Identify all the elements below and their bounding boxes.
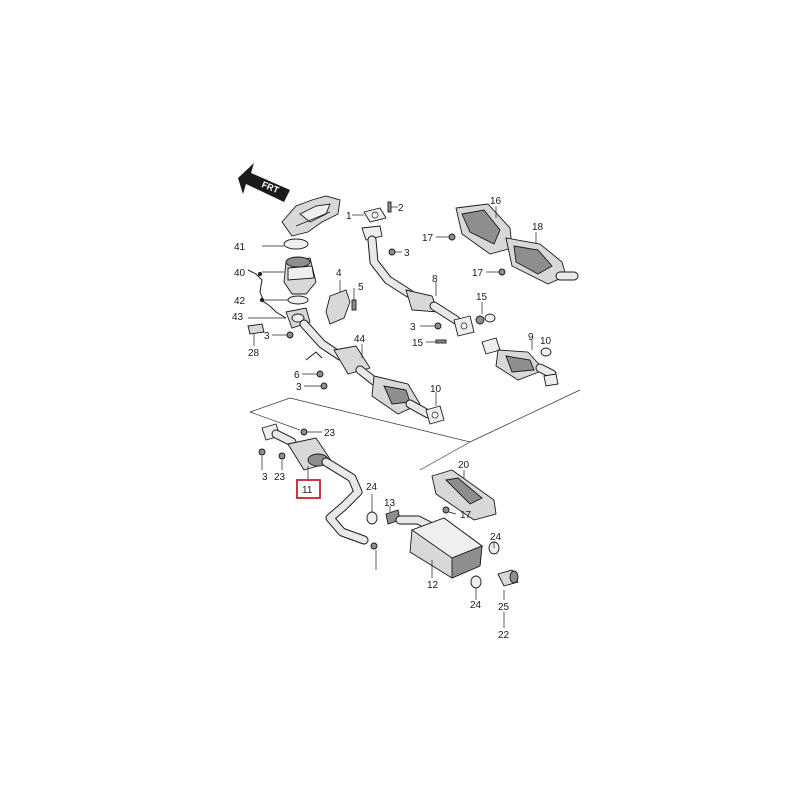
highlight-box-11: [296, 479, 321, 499]
callout-15-lower: 15: [412, 338, 424, 349]
bracket-4: [325, 280, 351, 325]
callout-20: 20: [458, 460, 470, 471]
stud-2: [387, 201, 398, 213]
gasket-42: [287, 295, 309, 305]
callout-41: 41: [234, 242, 246, 253]
converter-9: [481, 337, 559, 387]
callout-44: 44: [354, 334, 366, 345]
nut-3-upper: [388, 248, 396, 256]
bolt-5: [351, 288, 357, 311]
callout-40: 40: [234, 268, 246, 279]
hanger-24-center: [366, 494, 378, 525]
callout-18: 18: [532, 222, 544, 233]
assembly-guide-lines: [249, 389, 581, 471]
callout-6: 6: [294, 370, 300, 381]
bracket-28: [247, 323, 265, 346]
front-direction-arrow: FRT: [238, 163, 290, 202]
callout-8: 8: [432, 274, 438, 285]
converter-16-18: [448, 203, 579, 285]
muffler-12: [395, 515, 483, 579]
heat-shield-20: [431, 469, 497, 521]
callout-23-lower: 23: [274, 472, 286, 483]
callout-5: 5: [358, 282, 364, 293]
callout-24-lower: 24: [470, 600, 482, 611]
manifold-converter-40: [283, 256, 317, 295]
callout-43: 43: [232, 312, 244, 323]
nut-3-left: [286, 331, 294, 339]
nut-3-mid: [320, 382, 328, 390]
callout-23-upper: 23: [324, 428, 336, 439]
callout-17-upper: 17: [422, 233, 434, 244]
callout-42: 42: [234, 296, 246, 307]
callout-3-mid: 3: [296, 382, 302, 393]
callout-13: 13: [384, 498, 396, 509]
callout-17-mid: 17: [472, 268, 484, 279]
bolt-15: [426, 339, 447, 344]
callout-24-center: 24: [366, 482, 378, 493]
front-pipe-8: [361, 225, 461, 325]
callout-12: 12: [427, 580, 439, 591]
tail-pipe-25: [497, 569, 519, 628]
callout-28: 28: [248, 348, 260, 359]
hanger-24-lower: [470, 575, 482, 589]
callout-10-right: 10: [540, 336, 552, 347]
callout-25: 25: [498, 602, 510, 613]
flange-15-assembly: [453, 313, 496, 337]
callout-2: 2: [398, 203, 404, 214]
callout-15-upper: 15: [476, 292, 488, 303]
callout-3-lower: 3: [262, 472, 268, 483]
pipe-flange-1: [363, 207, 387, 223]
hanger-6: [302, 351, 324, 378]
callout-3-upper: 3: [404, 248, 410, 259]
gasket-41: [283, 238, 309, 250]
callout-17-lower: 17: [460, 510, 472, 521]
callout-9: 9: [528, 332, 534, 343]
callout-10-lower: 10: [430, 384, 442, 395]
callout-11: 11: [302, 485, 313, 496]
nut-3-right: [434, 322, 442, 330]
resonator-11: [258, 423, 369, 545]
callout-24-right: 24: [490, 532, 502, 543]
flange-10-lower: [425, 392, 445, 425]
exhaust-manifold: [281, 195, 341, 237]
callout-labels: 1 2 3 3 3 3 3 4 5 6 8 9 10 10 11 12 13 1…: [232, 196, 552, 641]
callout-1: 1: [346, 211, 352, 222]
front-pipe-44: [299, 319, 433, 419]
callout-22: 22: [498, 630, 510, 641]
callout-3-left: 3: [264, 331, 270, 342]
oxygen-sensor-wire: [247, 269, 287, 319]
callout-4: 4: [336, 268, 342, 279]
callout-16: 16: [490, 196, 502, 207]
nut-3-bottom: [370, 542, 378, 550]
callout-3-right: 3: [410, 322, 416, 333]
